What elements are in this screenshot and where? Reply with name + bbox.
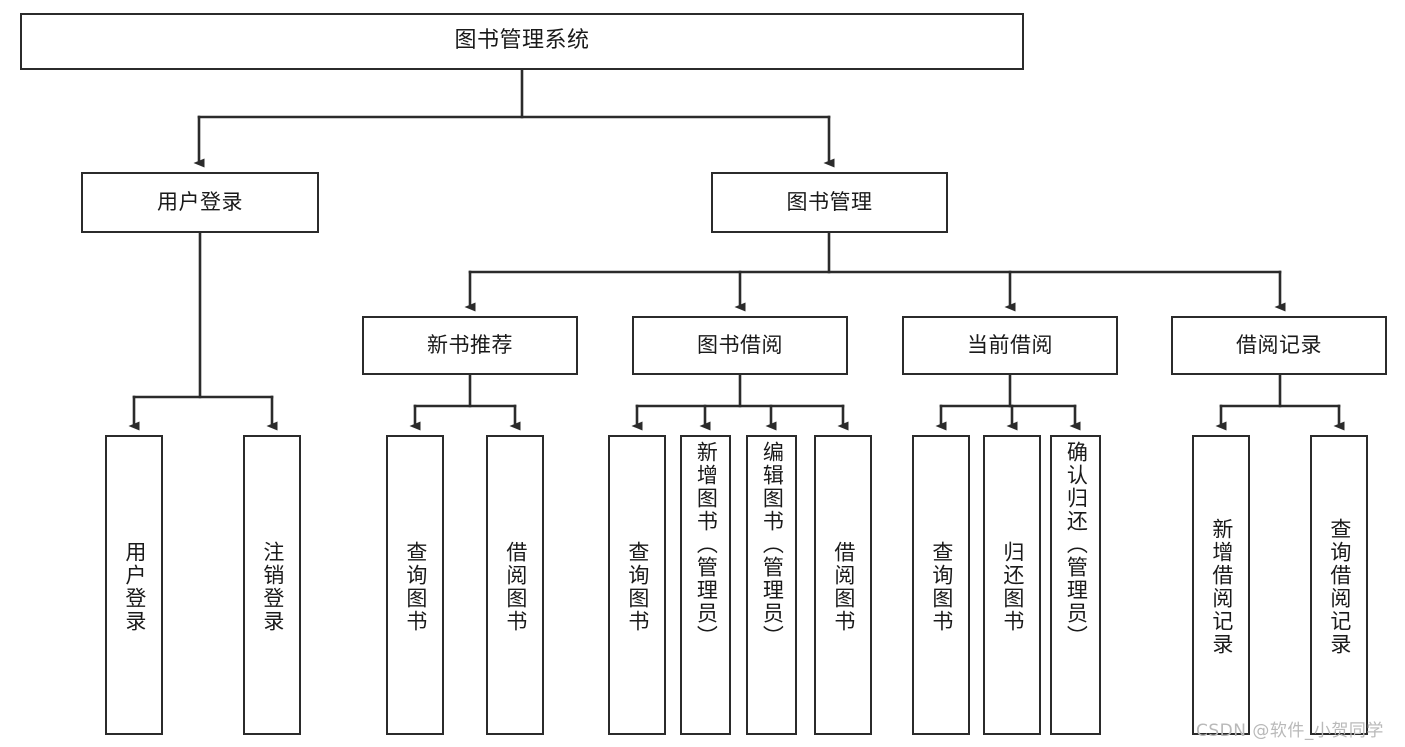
node-new-book-recommend[interactable]: 新书推荐 xyxy=(362,316,578,375)
node-borrow-record-label: 借阅记录 xyxy=(1236,332,1322,357)
node-book-manage[interactable]: 图书管理 xyxy=(711,172,948,233)
node-leaf-return-book-label: 归还图书 xyxy=(1000,541,1025,633)
node-leaf-user-login-label: 用户登录 xyxy=(122,541,147,633)
node-new-book-recommend-label: 新书推荐 xyxy=(427,332,513,357)
node-leaf-query-book-3[interactable]: 查询图书 xyxy=(912,435,970,735)
node-leaf-logout-login[interactable]: 注销登录 xyxy=(243,435,301,735)
leaf-query-borrow-record-inner: 查询借阅记录 xyxy=(1312,441,1366,733)
node-leaf-query-book-1-label: 查询图书 xyxy=(403,541,428,633)
leaf-return-book-inner: 归还图书 xyxy=(985,441,1039,733)
node-leaf-query-book-2[interactable]: 查询图书 xyxy=(608,435,666,735)
leaf-query-book-3-inner: 查询图书 xyxy=(914,441,968,733)
node-leaf-confirm-return-admin-label: 确认归还（管理员） xyxy=(1064,441,1089,648)
node-leaf-user-login[interactable]: 用户登录 xyxy=(105,435,163,735)
node-leaf-add-borrow-record[interactable]: 新增借阅记录 xyxy=(1192,435,1250,735)
node-book-manage-label: 图书管理 xyxy=(786,189,873,214)
node-leaf-query-borrow-record-label: 查询借阅记录 xyxy=(1327,518,1352,656)
node-user-login-label: 用户登录 xyxy=(157,189,243,214)
node-leaf-add-book-admin[interactable]: 新增图书（管理员） xyxy=(680,435,731,735)
node-leaf-return-book[interactable]: 归还图书 xyxy=(983,435,1041,735)
node-book-borrow-label: 图书借阅 xyxy=(697,332,783,357)
leaf-add-book-admin-inner: 新增图书（管理员） xyxy=(682,441,729,733)
node-borrow-record[interactable]: 借阅记录 xyxy=(1171,316,1387,375)
node-leaf-borrow-book-2[interactable]: 借阅图书 xyxy=(814,435,872,735)
leaf-user-login-inner: 用户登录 xyxy=(107,441,161,733)
leaf-borrow-book-2-inner: 借阅图书 xyxy=(816,441,870,733)
node-leaf-borrow-book-1[interactable]: 借阅图书 xyxy=(486,435,544,735)
leaf-query-book-2-inner: 查询图书 xyxy=(610,441,664,733)
node-current-borrow-label: 当前借阅 xyxy=(967,332,1053,357)
leaf-borrow-book-1-inner: 借阅图书 xyxy=(488,441,542,733)
node-leaf-query-borrow-record[interactable]: 查询借阅记录 xyxy=(1310,435,1368,735)
node-leaf-query-book-1[interactable]: 查询图书 xyxy=(386,435,444,735)
leaf-confirm-return-admin-inner: 确认归还（管理员） xyxy=(1052,441,1099,733)
node-leaf-confirm-return-admin[interactable]: 确认归还（管理员） xyxy=(1050,435,1101,735)
leaf-add-borrow-record-inner: 新增借阅记录 xyxy=(1194,441,1248,733)
node-leaf-logout-login-label: 注销登录 xyxy=(260,541,285,633)
leaf-logout-login-inner: 注销登录 xyxy=(245,441,299,733)
node-leaf-add-book-admin-label: 新增图书（管理员） xyxy=(694,441,719,648)
node-leaf-borrow-book-2-label: 借阅图书 xyxy=(831,541,856,633)
node-leaf-edit-book-admin[interactable]: 编辑图书（管理员） xyxy=(746,435,797,735)
node-leaf-edit-book-admin-label: 编辑图书（管理员） xyxy=(760,441,785,648)
leaf-query-book-1-inner: 查询图书 xyxy=(388,441,442,733)
node-root-label: 图书管理系统 xyxy=(454,28,590,54)
node-book-borrow[interactable]: 图书借阅 xyxy=(632,316,848,375)
node-leaf-borrow-book-1-label: 借阅图书 xyxy=(503,541,528,633)
csdn-watermark: CSDN @软件_小贺同学 xyxy=(1196,721,1384,741)
node-current-borrow[interactable]: 当前借阅 xyxy=(902,316,1118,375)
node-leaf-add-borrow-record-label: 新增借阅记录 xyxy=(1209,518,1234,656)
node-root[interactable]: 图书管理系统 xyxy=(20,13,1024,70)
node-leaf-query-book-3-label: 查询图书 xyxy=(929,541,954,633)
node-leaf-query-book-2-label: 查询图书 xyxy=(625,541,650,633)
leaf-edit-book-admin-inner: 编辑图书（管理员） xyxy=(748,441,795,733)
node-user-login[interactable]: 用户登录 xyxy=(81,172,319,233)
